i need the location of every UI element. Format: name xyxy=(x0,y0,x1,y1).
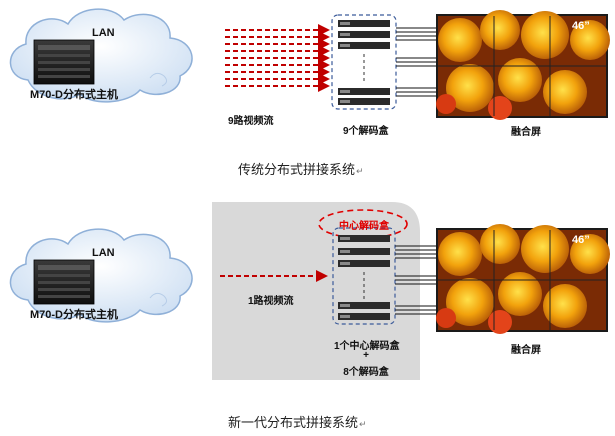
top-lan-label: LAN xyxy=(92,27,115,39)
top-screen-size: 46” xyxy=(572,20,590,32)
bottom-decoder-box xyxy=(338,260,390,267)
bottom-caption: 新一代分布式拼接系统↵ xyxy=(228,415,367,430)
bottom-decoder-line1: 1个中心解码盒 xyxy=(334,341,400,352)
return-mark: ↵ xyxy=(359,419,367,429)
top-stream-arrows xyxy=(225,24,330,92)
bottom-fusion-screen xyxy=(436,224,610,334)
top-output-lines xyxy=(396,27,436,97)
center-decoder-label: 中心解码盒 xyxy=(339,221,389,232)
top-stream-label: 9路视频流 xyxy=(228,116,274,127)
top-decoder-box xyxy=(338,88,390,95)
bottom-output-lines xyxy=(395,245,436,315)
bottom-screen-size: 46” xyxy=(572,234,590,246)
bottom-lan-label: LAN xyxy=(92,247,115,259)
top-decoder-box xyxy=(338,31,390,38)
bottom-decoder-plus: + xyxy=(363,350,369,361)
top-decoder-group xyxy=(331,14,397,110)
bottom-decoder-line2: 8个解码盒 xyxy=(343,367,389,378)
return-mark: ↵ xyxy=(356,166,364,176)
top-fusion-screen xyxy=(436,10,610,120)
bottom-decoder-box xyxy=(338,248,390,255)
center-decoder-highlight xyxy=(318,209,408,239)
bottom-gray-panel xyxy=(212,202,420,380)
top-host-server xyxy=(33,39,95,85)
bottom-decoder-box xyxy=(338,302,390,309)
top-screen-label: 融合屏 xyxy=(511,127,541,138)
top-decoder-box xyxy=(338,42,390,49)
top-decoder-box xyxy=(338,20,390,27)
bottom-host-label: M70-D分布式主机 xyxy=(30,309,119,321)
top-decoder-box xyxy=(338,98,390,105)
top-decoder-label: 9个解码盒 xyxy=(343,126,389,137)
top-host-label: M70-D分布式主机 xyxy=(30,89,119,101)
bottom-screen-label: 融合屏 xyxy=(511,345,541,356)
bottom-decoder-box xyxy=(338,235,390,242)
top-caption: 传统分布式拼接系统↵ xyxy=(238,162,364,177)
bottom-stream-label: 1路视频流 xyxy=(248,296,294,307)
bottom-host-server xyxy=(33,259,95,305)
bottom-decoder-group xyxy=(318,209,408,325)
bottom-decoder-box xyxy=(338,313,390,320)
